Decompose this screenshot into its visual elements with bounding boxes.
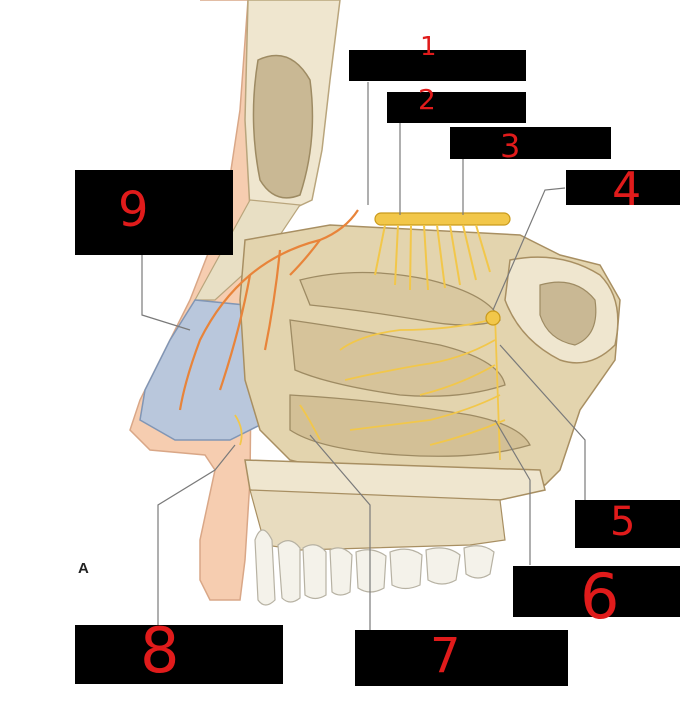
label-number-1: 1 bbox=[420, 32, 437, 62]
sphenoid-sinus bbox=[539, 281, 597, 346]
label-number-2: 2 bbox=[418, 83, 436, 116]
olfactory-nerve-fibers bbox=[374, 224, 491, 291]
inferior-turbinate bbox=[289, 394, 531, 457]
label-box-1 bbox=[349, 50, 526, 81]
teeth bbox=[254, 529, 495, 606]
anterior-ethmoidal-artery bbox=[178, 209, 359, 411]
label-number-6: 6 bbox=[580, 560, 620, 633]
olfactory-bulb bbox=[374, 212, 511, 226]
label-box-9 bbox=[75, 170, 233, 255]
label-number-4: 4 bbox=[612, 162, 642, 216]
label-number-5: 5 bbox=[610, 499, 636, 545]
label-number-7: 7 bbox=[430, 628, 461, 684]
label-number-3: 3 bbox=[500, 127, 521, 165]
label-box-5 bbox=[575, 500, 680, 548]
label-box-6 bbox=[513, 566, 680, 617]
skin-profile bbox=[129, 0, 256, 601]
label-box-2 bbox=[387, 92, 526, 123]
label-box-4 bbox=[566, 170, 680, 205]
label-number-8: 8 bbox=[140, 614, 180, 687]
label-box-7 bbox=[355, 630, 568, 686]
label-box-8 bbox=[75, 625, 283, 684]
label-box-3 bbox=[450, 127, 611, 159]
leader-lines bbox=[141, 82, 586, 630]
pterygopalatine-ganglion bbox=[485, 310, 501, 326]
panel-letter: A bbox=[78, 560, 89, 577]
label-number-9: 9 bbox=[118, 182, 149, 238]
lateral-nerves bbox=[234, 314, 506, 461]
frontal-sinus bbox=[252, 54, 314, 199]
